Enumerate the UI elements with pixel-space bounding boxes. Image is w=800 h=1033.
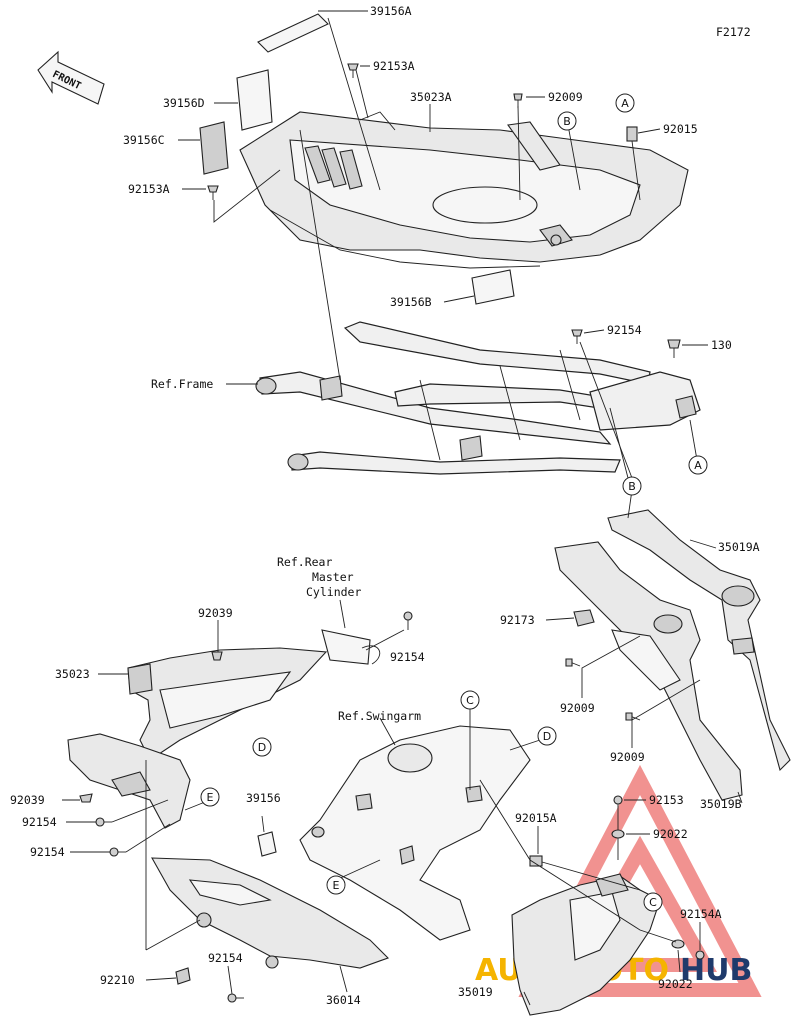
svg-text:A: A [694,459,702,472]
bolt-92009-top [513,93,523,108]
callout-35023: 35023 [55,667,90,681]
callout-92173: 92173 [500,613,535,627]
collar-92015 [626,126,638,142]
marker-B-mid: B [622,476,642,496]
ref-swingarm-label: Ref.Swingarm [338,709,421,723]
ref-frame-label: Ref.Frame [151,377,213,391]
callout-92154-left1: 92154 [22,815,57,829]
callout-92154-mid: 92154 [607,323,642,337]
ref-rear-master-cylinder-line2: Master [312,570,354,584]
clip-92039-low [79,793,93,803]
ref-rear-master-cylinder-line1: Ref.Rear [277,555,332,569]
marker-C-swingarm: C [460,690,480,710]
clip-92153A-left [207,185,219,200]
callout-39156C: 39156C [123,133,165,147]
rear-fender-35019A [607,509,791,772]
figure-code: F2172 [716,25,751,39]
clip-92154-mid [571,329,583,344]
pad-39156D [236,69,273,131]
ref-rear-master-cylinder-line3: Cylinder [306,585,361,599]
svg-text:E: E [333,879,340,892]
svg-text:D: D [543,730,551,743]
pad-39156 [257,831,277,857]
front-direction-arrow: FRONT [37,50,105,105]
svg-text:A: A [621,97,629,110]
svg-text:B: B [628,480,636,493]
marker-E-guard: E [200,787,220,807]
rear-fender-35019B [554,541,743,801]
marker-A-mid: A [688,455,708,475]
callout-92015A: 92015A [515,811,557,825]
clip-92039-top [211,651,223,661]
nut-92154A [695,950,705,960]
callout-35019B: 35019B [700,797,742,811]
callout-92022-top: 92022 [653,827,688,841]
callout-92154A: 92154A [680,907,722,921]
pad-39156B [471,269,515,305]
callout-35019A: 35019A [718,540,760,554]
spacer-92015A [529,855,543,867]
callout-39156D: 39156D [163,96,205,110]
bolt-130 [667,339,681,358]
front-arrow-icon [37,50,105,105]
screw-92154-bot [227,993,244,1003]
callout-92154-bottom: 92154 [208,951,243,965]
pad-39156C [199,121,229,175]
callout-92210: 92210 [100,973,135,987]
guard-lower [67,733,191,829]
guard-35023 [127,647,328,761]
callout-92022-low: 92022 [658,977,693,991]
grommet-92210 [175,967,191,985]
svg-text:D: D [258,741,266,754]
marker-A-top: A [615,93,635,113]
callout-35019: 35019 [458,985,493,999]
callout-92153A-left: 92153A [128,182,170,196]
nut-92173 [573,609,595,627]
callout-39156: 39156 [246,791,281,805]
callout-92009-mid: 92009 [560,701,595,715]
callout-92154-left2: 92154 [30,845,65,859]
svg-text:C: C [649,896,657,909]
rear-frame [255,321,701,475]
watermark-text-part2: HUB [680,953,752,988]
rear-master-cylinder-ref [321,629,381,665]
svg-text:B: B [563,115,571,128]
callout-92153A-top: 92153A [373,59,415,73]
svg-text:E: E [207,791,214,804]
callout-92154-rear-master: 92154 [390,650,425,664]
marker-C-lower: C [643,892,663,912]
swingarm-ref [299,725,531,941]
callout-39156B: 39156B [390,295,432,309]
callout-92153: 92153 [649,793,684,807]
under-tray-35023A [239,111,689,269]
callout-92015: 92015 [663,122,698,136]
callout-35023A: 35023A [410,90,452,104]
callout-36014: 36014 [326,993,361,1007]
screw-92154-l2 [109,847,126,857]
washer-92022-top [611,829,625,839]
bolt-92009-mid [565,658,581,667]
pad-39156A [257,13,329,53]
marker-B-top: B [557,111,577,131]
marker-D-swingarm: D [537,726,557,746]
callout-92009-low: 92009 [610,750,645,764]
callout-92009-top: 92009 [548,90,583,104]
marker-D-guard: D [252,737,272,757]
clip-92154-rm [403,611,413,630]
callout-39156A: 39156A [370,4,412,18]
callout-92039-top: 92039 [198,606,233,620]
marker-E-swingarm: E [326,875,346,895]
svg-text:C: C [466,694,474,707]
callout-92039-low: 92039 [10,793,45,807]
screw-92154-l1 [95,817,112,827]
callout-130: 130 [711,338,732,352]
